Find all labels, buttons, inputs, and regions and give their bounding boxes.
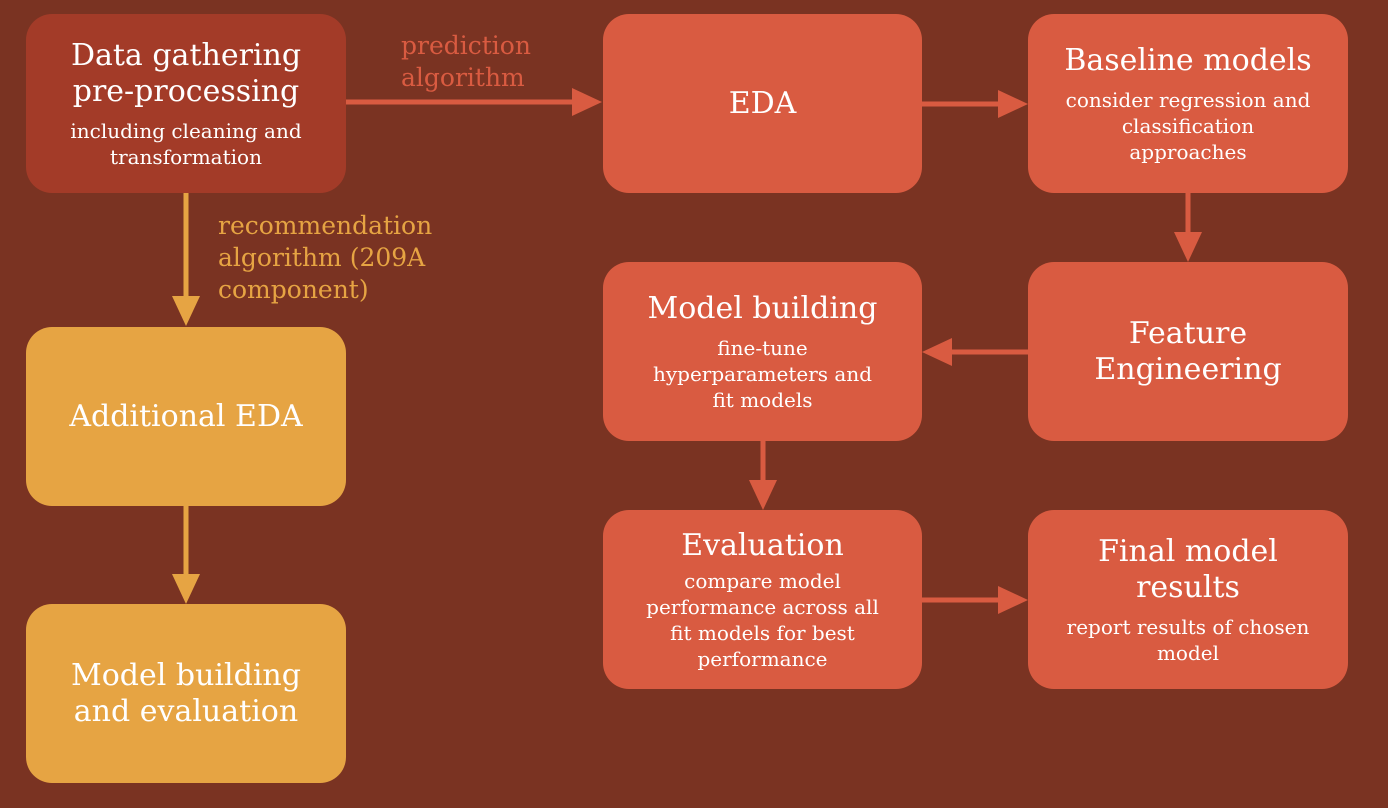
node-title: EDA bbox=[728, 85, 797, 121]
node-additional-eda: Additional EDA bbox=[26, 327, 346, 506]
node-subtitle: including cleaning and transformation bbox=[70, 118, 302, 169]
node-title: Additional EDA bbox=[69, 398, 303, 434]
node-title: Feature Engineering bbox=[1094, 315, 1282, 387]
arrow-evaluation-to-final bbox=[922, 586, 1028, 614]
node-title: Evaluation bbox=[681, 527, 844, 563]
node-title: Data gathering pre-processing bbox=[70, 37, 302, 109]
node-title: Model building bbox=[647, 290, 878, 326]
node-final-model-results: Final model results report results of ch… bbox=[1028, 510, 1348, 689]
node-title: Baseline models bbox=[1064, 42, 1312, 78]
arrow-data-to-eda bbox=[346, 88, 602, 116]
node-subtitle: consider regression and classification a… bbox=[1065, 87, 1311, 164]
node-model-building: Model building fine-tune hyperparameters… bbox=[603, 262, 922, 441]
node-title: Model building and evaluation bbox=[71, 657, 301, 729]
node-title: Final model results bbox=[1098, 533, 1278, 605]
node-model-building-evaluation: Model building and evaluation bbox=[26, 604, 346, 783]
node-data-gathering: Data gathering pre-processing including … bbox=[26, 14, 346, 193]
arrow-feature-to-model bbox=[922, 338, 1028, 366]
arrow-model-to-evaluation bbox=[749, 441, 777, 510]
node-subtitle: report results of chosen model bbox=[1066, 614, 1310, 665]
arrow-additional-eda-to-model-eval bbox=[172, 506, 200, 604]
node-feature-engineering: Feature Engineering bbox=[1028, 262, 1348, 441]
arrow-baseline-to-feature bbox=[1174, 193, 1202, 262]
node-subtitle: fine-tune hyperparameters and fit models bbox=[652, 335, 873, 412]
node-baseline-models: Baseline models consider regression and … bbox=[1028, 14, 1348, 193]
arrow-eda-to-baseline bbox=[922, 90, 1028, 118]
node-eda: EDA bbox=[603, 14, 922, 193]
arrow-data-to-additional-eda bbox=[172, 193, 200, 326]
recommendation-algorithm-label: recommendation algorithm (209A component… bbox=[218, 211, 433, 304]
prediction-algorithm-label: prediction algorithm bbox=[401, 31, 531, 92]
node-evaluation: Evaluation compare model performance acr… bbox=[603, 510, 922, 689]
node-subtitle: compare model performance across all fit… bbox=[646, 568, 879, 671]
